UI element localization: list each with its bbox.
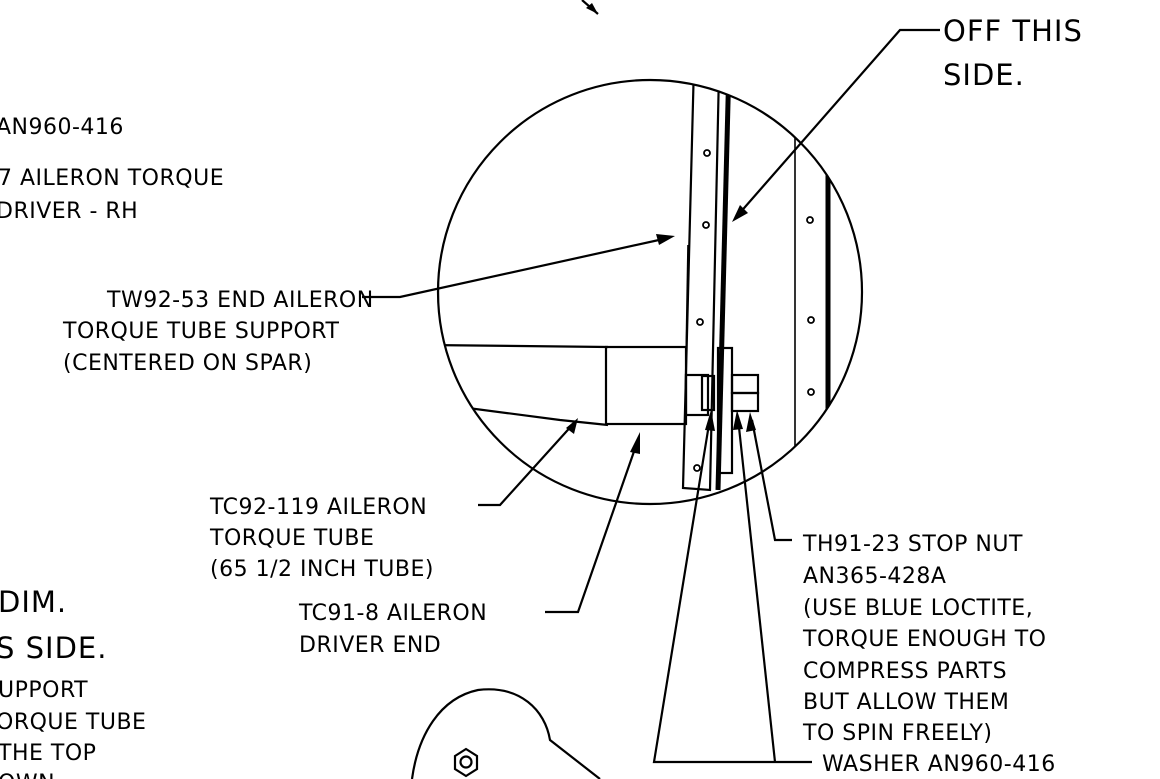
washer-leader-right <box>736 417 777 763</box>
lower-nut-hex <box>453 747 479 778</box>
lower-nut-hole <box>459 755 473 769</box>
aileron-driver-rh-note: 7 AILERON TORQUE DRIVER - RH <box>0 166 232 224</box>
tw92-53-note: TW92-53 END AILERON TORQUE TUBE SUPPORT … <box>62 288 381 376</box>
tc92-119-leader <box>478 421 576 507</box>
left-support-note: UPPORT ORQUE TUBE THE TOP OWN <box>0 678 154 779</box>
washer-arrow-left <box>705 410 715 431</box>
stop-nut-lower <box>730 391 760 413</box>
tw92-53-leader <box>362 236 669 299</box>
tc92-119-note: TC92-119 AILERON TORQUE TUBE (65 1/2 INC… <box>209 495 435 582</box>
detail-view-contents <box>438 71 831 504</box>
tw92-53-arrow <box>656 234 675 245</box>
detail-view-circle <box>436 78 864 506</box>
torque-tube-top-line <box>438 343 609 349</box>
th91-23-leader <box>750 419 792 542</box>
stop-nut-upper <box>730 373 760 395</box>
washer-top-left-note: AN960-416 <box>0 115 124 140</box>
washer-arrow-right <box>733 410 743 430</box>
th91-23-arrow <box>746 412 756 432</box>
spar-hole <box>806 141 814 149</box>
tc91-8-leader <box>545 439 640 614</box>
th91-23-note: TH91-23 STOP NUT AN365-428A (USE BLUE LO… <box>802 532 1054 746</box>
strip-hole <box>696 318 704 326</box>
torque-tube-bottom-line <box>438 401 609 427</box>
tc92-119-arrow <box>566 418 578 434</box>
tc91-8-arrow <box>630 432 640 454</box>
off-this-side-note: OFF THIS SIDE. <box>943 14 1093 92</box>
washer-leader-left <box>652 417 812 764</box>
tc91-8-note: TC91-8 AILERON DRIVER END <box>298 601 495 658</box>
spar-hole <box>807 388 815 396</box>
support-strip-inner-line <box>684 244 689 421</box>
strip-hole <box>703 80 711 82</box>
off-this-side-leader <box>737 28 940 216</box>
off-this-side-arrow <box>732 205 748 222</box>
driver-end-body <box>604 345 688 426</box>
lower-bracket-outline <box>410 688 601 779</box>
strip-hole <box>703 149 711 157</box>
spar-hole <box>808 71 814 77</box>
bolt-head <box>700 374 716 412</box>
strip-hole <box>693 464 701 472</box>
left-dim-note: DIM. S SIDE. <box>0 585 107 665</box>
washer-bottom-note: WASHER AN960-416 <box>822 752 1056 777</box>
strip-hole <box>702 221 710 229</box>
support-strip-edge-heavy <box>715 80 733 491</box>
spar-hole <box>807 462 815 470</box>
spar-hole <box>806 216 814 224</box>
spar-hole <box>807 316 815 324</box>
